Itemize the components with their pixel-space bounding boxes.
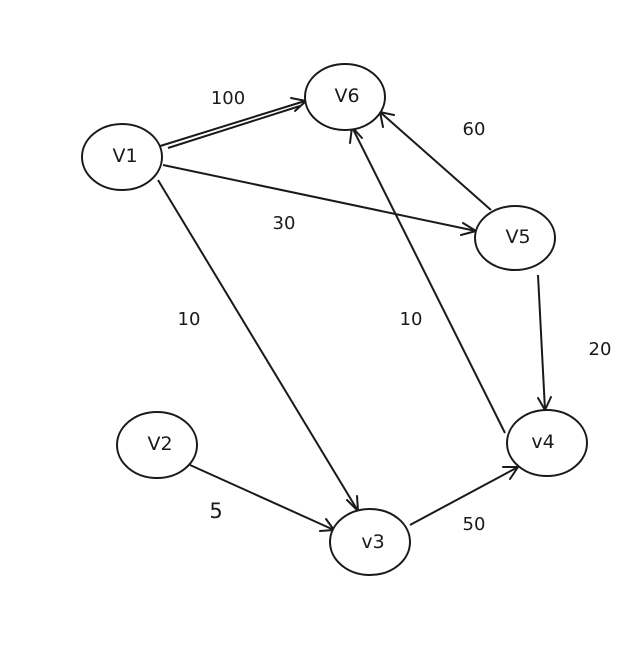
node-v4-label: v4	[531, 431, 554, 453]
weight-v5-v4: 20	[589, 339, 612, 360]
node-v4-circle	[506, 409, 588, 477]
node-v1-circle	[81, 123, 163, 191]
node-v1-label: V1	[112, 145, 137, 167]
node-v6-circle	[304, 63, 386, 131]
node-v1: V1	[81, 123, 163, 191]
weight-v1-v6: 100	[211, 88, 245, 109]
weight-v4-v6: 10	[400, 309, 423, 330]
edge-v4-v6	[349, 126, 506, 434]
node-v4: v4	[506, 409, 588, 477]
edge-v1-v5	[162, 164, 477, 236]
node-v5: V5	[474, 205, 556, 271]
node-v6-label: V6	[334, 85, 359, 107]
node-v3-label: v3	[361, 531, 384, 553]
node-v3-circle	[329, 508, 411, 576]
edge-v5-v4	[537, 274, 552, 411]
weight-v2-v3: 5	[209, 499, 222, 523]
node-v3: v3	[329, 508, 411, 576]
node-v5-circle	[474, 205, 556, 271]
node-v2: V2	[116, 411, 198, 479]
node-v5-label: V5	[505, 226, 530, 248]
node-v2-label: V2	[147, 433, 172, 455]
weight-v5-v6: 60	[463, 119, 486, 140]
weight-v3-v4: 50	[463, 514, 486, 535]
weight-v1-v3: 10	[178, 309, 201, 330]
weight-v1-v5: 30	[273, 213, 296, 234]
node-v6: V6	[304, 63, 386, 131]
node-v2-circle	[116, 411, 198, 479]
